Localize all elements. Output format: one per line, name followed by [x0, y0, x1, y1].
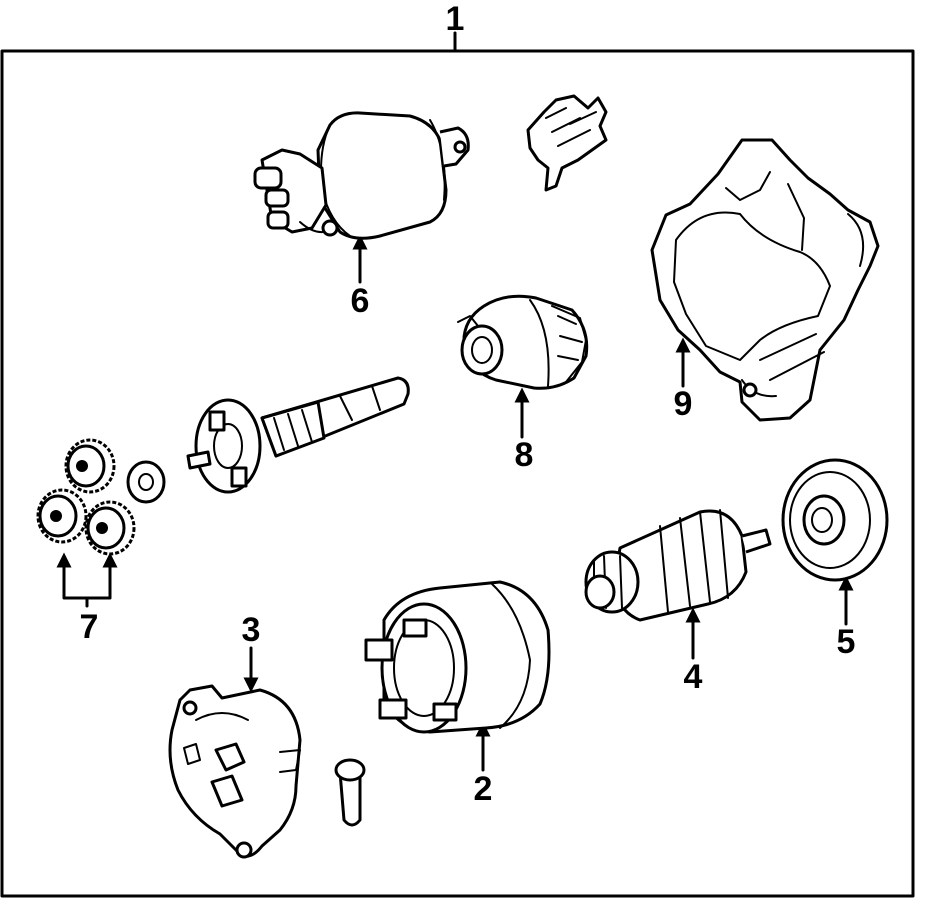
part-5-end-cover [781, 458, 889, 582]
callout-7: 7 [80, 608, 99, 646]
callout-8: 8 [515, 436, 534, 474]
callout-4: 4 [684, 658, 703, 696]
part-3-end-frame [168, 684, 302, 859]
part-4-armature [584, 509, 772, 622]
part-6-solenoid [253, 111, 470, 240]
part-7-planetary-gears [36, 438, 136, 556]
part-8-clutch [457, 294, 589, 390]
part-2-yoke [364, 580, 551, 734]
callout-2: 2 [474, 770, 493, 808]
planetary-gear-left [36, 488, 88, 544]
planetary-gear-upper [64, 438, 116, 494]
callout-3: 3 [242, 611, 261, 649]
part-9-drive-housing [650, 138, 880, 422]
part-through-bolt [334, 758, 366, 827]
planetary-gear-right [84, 500, 136, 556]
leader-arrows [56, 234, 854, 772]
callout-5: 5 [837, 623, 856, 661]
part-terminal-boot [526, 94, 608, 192]
callout-9: 9 [674, 385, 693, 423]
callout-1: 1 [446, 0, 465, 38]
assembly-frame [0, 31, 915, 898]
part-washer [126, 460, 166, 504]
callout-6: 6 [351, 282, 370, 320]
part-shaft-carrier [186, 376, 410, 494]
